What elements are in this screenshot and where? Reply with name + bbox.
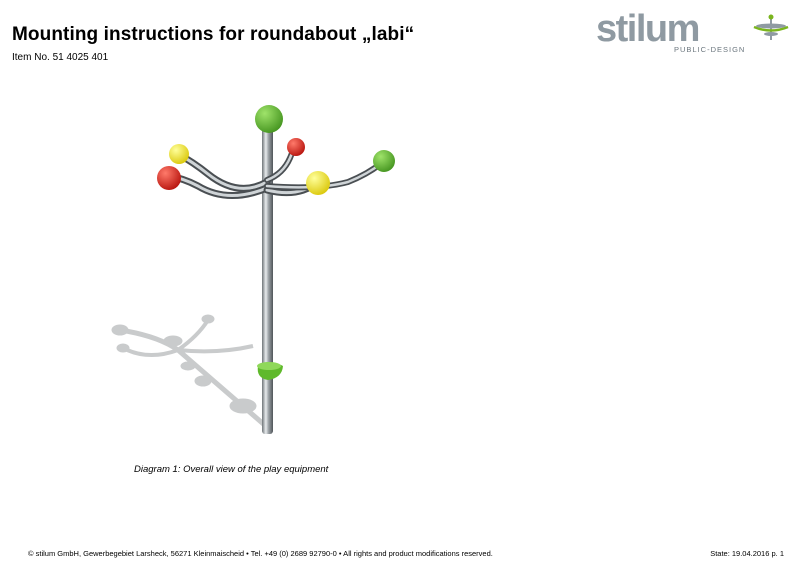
logo-tagline: PUBLIC-DESIGN bbox=[674, 45, 746, 54]
handle-arms bbox=[164, 145, 386, 200]
yellow-ball-right bbox=[306, 171, 330, 195]
red-ball-left bbox=[157, 166, 181, 190]
footer-company-info: © stilum GmbH, Gewerbegebiet Larsheck, 5… bbox=[28, 549, 493, 558]
company-logo: stilum PUBLIC-DESIGN bbox=[596, 8, 792, 60]
ground-shadow bbox=[111, 314, 270, 430]
play-equipment-illustration bbox=[78, 86, 404, 442]
red-ball-small bbox=[287, 138, 305, 156]
green-ball-right bbox=[373, 150, 395, 172]
central-pole bbox=[262, 126, 273, 434]
page-title: Mounting instructions for roundabout „la… bbox=[12, 24, 415, 45]
yellow-ball-left bbox=[169, 144, 189, 164]
figure-caption: Diagram 1: Overall view of the play equi… bbox=[134, 464, 329, 475]
item-number: Item No. 51 4025 401 bbox=[12, 52, 109, 63]
roundabout-logo-icon bbox=[753, 14, 789, 40]
footer-state: State: 19.04.2016 p. 1 bbox=[710, 549, 784, 558]
foot-rest-highlight bbox=[257, 362, 281, 370]
top-green-ball bbox=[255, 105, 283, 133]
logo-wordmark: stilum bbox=[596, 8, 700, 50]
